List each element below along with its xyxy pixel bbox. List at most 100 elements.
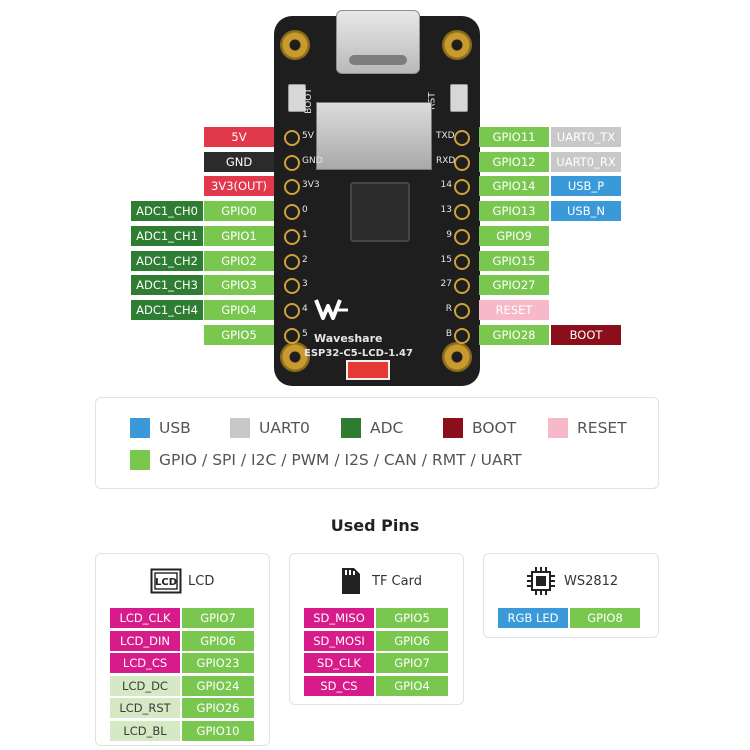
silk-left-5: 2	[302, 255, 308, 265]
pin-label-left-0: 5V	[204, 127, 274, 147]
pin-label-right-5: GPIO15	[479, 251, 549, 271]
legend-label-usb: USB	[159, 419, 191, 437]
pin-hole-right-4	[454, 229, 470, 245]
legend-swatch-adc	[341, 418, 361, 438]
pin-label-right-3: GPIO13	[479, 201, 549, 221]
silk-right-8: B	[445, 329, 452, 339]
pin-label-left-3: GPIO0	[204, 201, 274, 221]
pin-label-right-2: GPIO14	[479, 176, 549, 196]
silk-left-7: 4	[302, 304, 308, 314]
pin-label-left-6: GPIO3	[204, 275, 274, 295]
pin-hole-left-2	[284, 179, 300, 195]
pin-alt-right-8: BOOT	[551, 325, 621, 345]
silk-right-3: 13	[440, 205, 452, 215]
pin-hole-left-0	[284, 130, 300, 146]
legend-label-gpio: GPIO / SPI / I2C / PWM / I2S / CAN / RMT…	[159, 451, 522, 469]
tf-gpio-3: GPIO4	[376, 675, 448, 696]
silk-left-0: 5V	[302, 131, 314, 141]
pin-hole-left-6	[284, 278, 300, 294]
pin-label-right-6: GPIO27	[479, 275, 549, 295]
silk-boot: BOOT	[303, 88, 314, 114]
tf-function-1: SD_MOSI	[304, 630, 374, 651]
pin-label-left-7: GPIO4	[204, 300, 274, 320]
pin-hole-left-8	[284, 328, 300, 344]
silk-right-5: 15	[440, 255, 452, 265]
lcd-function-2: LCD_CS	[110, 653, 180, 673]
mount-hole-bottom-left	[280, 342, 310, 372]
pin-hole-right-6	[454, 278, 470, 294]
pin-hole-right-8	[454, 328, 470, 344]
legend-label-adc: ADC	[370, 419, 404, 437]
lcd-function-5: LCD_BL	[110, 720, 180, 741]
legend-swatch-usb	[130, 418, 150, 438]
brand-name: Waveshare	[314, 332, 383, 345]
model-name: ESP32-C5-LCD-1.47	[304, 348, 413, 359]
legend-label-boot: BOOT	[472, 419, 517, 437]
silk-left-4: 1	[302, 230, 308, 240]
tf-card-slot	[316, 102, 432, 170]
svg-text:LCD: LCD	[155, 577, 177, 588]
pin-alt-left-5: ADC1_CH2	[131, 251, 203, 271]
pin-hole-left-5	[284, 254, 300, 270]
pin-alt-left-7: ADC1_CH4	[131, 300, 203, 320]
ws-gpio-0: GPIO8	[570, 608, 640, 628]
silk-left-2: 3V3	[302, 180, 320, 190]
lcd-gpio-3: GPIO24	[182, 675, 254, 696]
chip-icon	[527, 567, 555, 595]
pin-label-right-4: GPIO9	[479, 226, 549, 246]
pin-label-right-0: GPIO11	[479, 127, 549, 147]
lcd-gpio-0: GPIO7	[182, 608, 254, 628]
pin-hole-right-7	[454, 303, 470, 319]
pin-hole-left-1	[284, 155, 300, 171]
tf-function-0: SD_MISO	[304, 608, 374, 628]
pin-hole-right-1	[454, 155, 470, 171]
pin-alt-right-1: UART0_RX	[551, 152, 621, 172]
silk-right-1: RXD	[436, 156, 456, 166]
pin-hole-left-4	[284, 229, 300, 245]
lcd-function-3: LCD_DC	[110, 675, 180, 696]
pin-hole-right-2	[454, 179, 470, 195]
pin-hole-right-5	[454, 254, 470, 270]
pin-hole-left-3	[284, 204, 300, 220]
pin-label-left-5: GPIO2	[204, 251, 274, 271]
reset-button[interactable]	[450, 84, 468, 112]
legend-swatch-boot	[443, 418, 463, 438]
pin-hole-left-7	[284, 303, 300, 319]
lcd-function-0: LCD_CLK	[110, 608, 180, 628]
pin-alt-left-6: ADC1_CH3	[131, 275, 203, 295]
tf-function-3: SD_CS	[304, 675, 374, 696]
silk-left-3: 0	[302, 205, 308, 215]
pin-hole-right-0	[454, 130, 470, 146]
silk-left-1: GND	[302, 156, 323, 166]
silk-left-8: 5	[302, 329, 308, 339]
pin-alt-right-0: UART0_TX	[551, 127, 621, 147]
esp32-chip	[350, 182, 410, 242]
pin-alt-left-4: ADC1_CH1	[131, 226, 203, 246]
pin-label-left-4: GPIO1	[204, 226, 274, 246]
silk-right-4: 9	[446, 230, 452, 240]
silk-right-7: R	[445, 304, 452, 314]
ws-function-0: RGB LED	[498, 608, 568, 628]
boot-button[interactable]	[288, 84, 306, 112]
lcd-gpio-2: GPIO23	[182, 653, 254, 673]
tf-function-2: SD_CLK	[304, 653, 374, 673]
pin-alt-right-2: USB_P	[551, 176, 621, 196]
lcd-gpio-5: GPIO10	[182, 720, 254, 741]
lcd-function-4: LCD_RST	[110, 698, 180, 718]
used-pins-title: Used Pins	[330, 516, 420, 535]
mount-hole-top-right	[442, 30, 472, 60]
pin-alt-right-3: USB_N	[551, 201, 621, 221]
tf-card-title: TF Card	[372, 574, 422, 589]
lcd-icon: LCD	[150, 568, 182, 594]
pin-label-left-2: 3V3(OUT)	[204, 176, 274, 196]
sd-card-icon	[342, 568, 360, 594]
legend-swatch-reset	[548, 418, 568, 438]
waveshare-logo-icon	[314, 299, 348, 320]
silk-right-6: 27	[440, 279, 452, 289]
tf-gpio-0: GPIO5	[376, 608, 448, 628]
